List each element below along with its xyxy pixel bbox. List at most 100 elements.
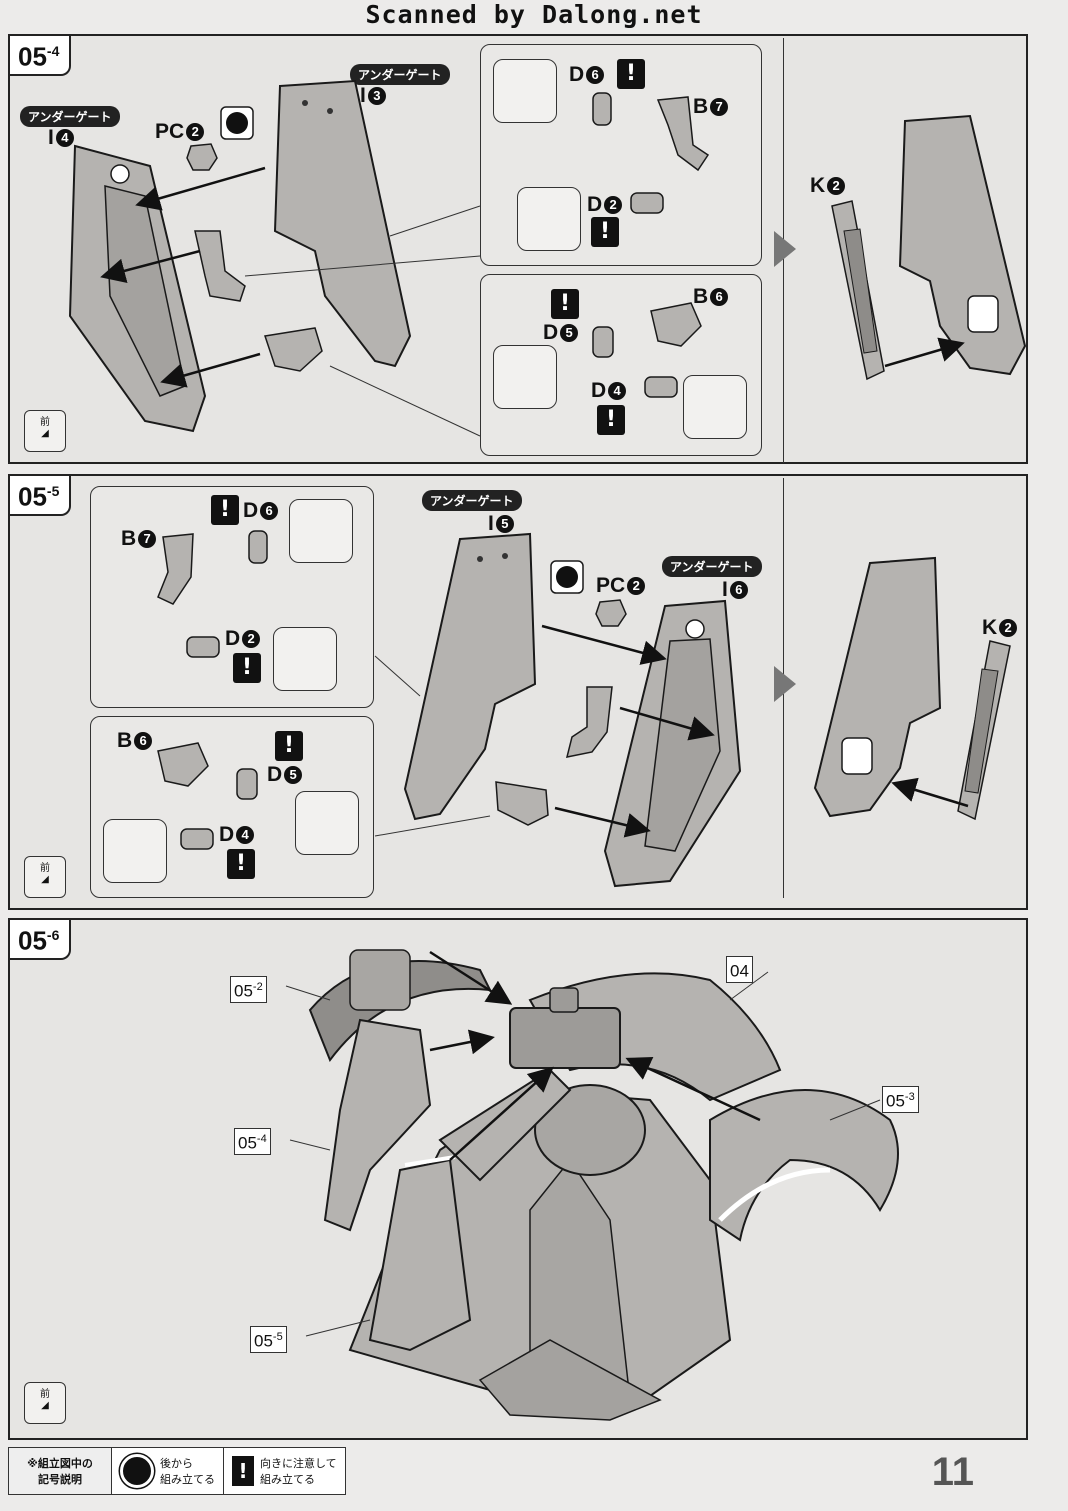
orientation-hint-box	[517, 187, 581, 251]
orientation-warning-icon: !	[597, 405, 625, 435]
page-number: 11	[931, 1450, 974, 1494]
subassembly-callout-05-4: 05-4	[234, 1128, 271, 1155]
assembled-armor-part	[898, 114, 1027, 376]
assemble-later-icon	[220, 106, 254, 140]
hinge-block-part	[650, 302, 702, 347]
subassembly-callout-04: 04	[726, 956, 753, 983]
assembly-arrow	[884, 337, 965, 368]
under-gate-badge: アンダーゲート	[662, 556, 762, 577]
peg-part	[592, 92, 612, 126]
orientation-hint-box	[103, 819, 167, 883]
orientation-warning-icon: !	[591, 217, 619, 247]
bracket-part	[264, 327, 323, 372]
legend-orientation-warning-text: 向きに注意して 組み立てる	[260, 1457, 337, 1486]
assembly-arrows	[374, 624, 715, 838]
subassembly-callout-05-2: 05-2	[230, 976, 267, 1003]
frame-rail-part	[957, 640, 1011, 821]
orientation-hint-box	[295, 791, 359, 855]
orientation-warning-icon: !	[275, 731, 303, 761]
assemble-later-icon	[120, 1454, 154, 1488]
legend-orientation-warning: ! 向きに注意して 組み立てる	[224, 1448, 345, 1494]
step-05-6-panel: 05-6 05-2 04 05-4 05-3 05-5	[8, 918, 1028, 1440]
frame-part-left	[68, 144, 207, 433]
orientation-hint-box	[289, 499, 353, 563]
legend-assemble-later-text: 後から 組み立てる	[160, 1457, 215, 1486]
orientation-warning-icon: !	[617, 59, 645, 89]
under-gate-badge: アンダーゲート	[422, 490, 522, 511]
hinge-block-part	[157, 742, 209, 787]
orientation-hint-box	[683, 375, 747, 439]
front-direction-icon: 前◢	[24, 1382, 66, 1424]
step-tag: 05-6	[10, 920, 72, 960]
legend-assemble-later: 後から 組み立てる	[112, 1448, 224, 1494]
step-tag: 05-5	[10, 476, 72, 516]
frame-rail-part	[831, 200, 885, 381]
armor-plate-part	[273, 79, 412, 368]
under-gate-badge: アンダーゲート	[350, 64, 450, 85]
next-stage-arrow	[774, 666, 796, 702]
peg-part	[180, 828, 214, 850]
peg-part	[630, 192, 664, 214]
assemble-later-icon	[550, 560, 584, 594]
subassembly-callout-05-5: 05-5	[250, 1326, 287, 1353]
armor-plate-part	[403, 532, 537, 821]
front-direction-icon: 前◢	[24, 856, 66, 898]
peg-part	[248, 530, 268, 564]
symbol-legend: ※組立図中の 記号説明 後から 組み立てる ! 向きに注意して 組み立てる	[8, 1447, 346, 1495]
bracket-part	[565, 686, 613, 758]
orientation-warning-icon: !	[551, 289, 579, 319]
orientation-warning-icon: !	[227, 849, 255, 879]
hinge-block-part	[157, 533, 194, 605]
orientation-hint-box	[273, 627, 337, 691]
legend-title: ※組立図中の 記号説明	[9, 1448, 112, 1494]
assembly-arrow	[891, 777, 969, 808]
orientation-warning-icon: !	[233, 653, 261, 683]
polycap-part	[595, 599, 627, 627]
assembled-armor-part	[813, 556, 942, 818]
hinge-block-part	[656, 96, 710, 172]
polycap-part	[186, 143, 218, 171]
under-gate-badge: アンダーゲート	[20, 106, 120, 127]
peg-part	[186, 636, 220, 658]
subassembly-callout-05-3: 05-3	[882, 1086, 919, 1113]
bracket-part	[495, 781, 549, 826]
bracket-part	[194, 230, 246, 302]
peg-part	[236, 768, 258, 800]
peg-part	[592, 326, 614, 358]
body-unit-assembly-illustration	[285, 949, 899, 1421]
orientation-hint-box	[493, 59, 557, 123]
next-stage-arrow	[774, 231, 796, 267]
front-direction-icon: 前◢	[24, 410, 66, 452]
assembly-arrows	[100, 166, 481, 437]
scan-credit: Scanned by Dalong.net	[365, 0, 703, 29]
peg-part	[644, 376, 678, 398]
step-tag: 05-4	[10, 36, 72, 76]
orientation-hint-box	[493, 345, 557, 409]
orientation-warning-icon: !	[232, 1456, 254, 1486]
orientation-warning-icon: !	[211, 495, 239, 525]
